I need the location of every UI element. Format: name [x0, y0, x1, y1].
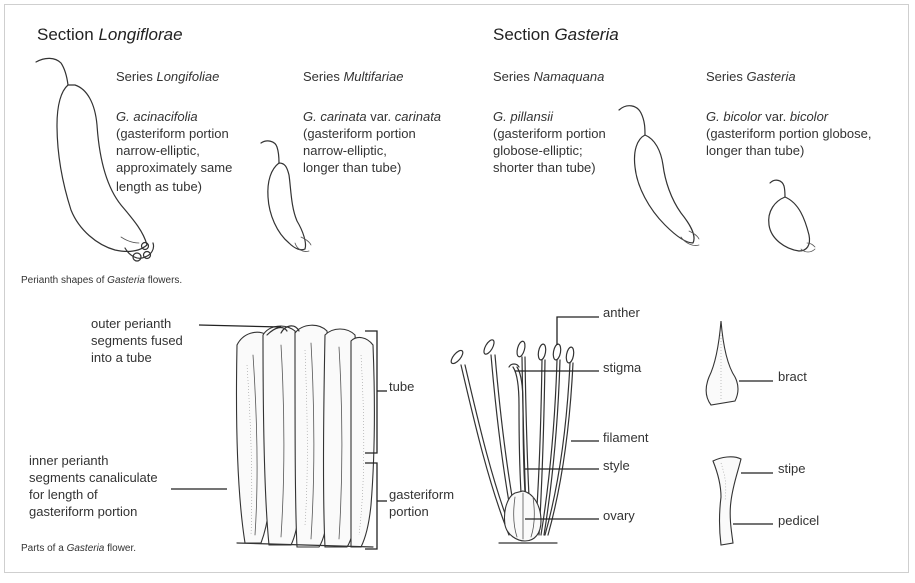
- label-pedicel: pedicel: [778, 513, 820, 528]
- stamens-drawing: [450, 339, 575, 544]
- label-ovary: ovary: [603, 508, 635, 523]
- label-tube: tube: [389, 379, 415, 394]
- species-description-bicolor: G. bicolor var. bicolor (gasteriform por…: [706, 109, 872, 158]
- species-description-acinacifolia: G. acinacifolia (gasteriform portion nar…: [116, 109, 233, 194]
- botanical-figure: Section Longiflorae Section Gasteria Ser…: [4, 4, 909, 573]
- label-bract: bract: [778, 369, 807, 384]
- label-anther: anther: [603, 305, 640, 320]
- series-heading-longifoliae: Series Longifoliae: [116, 69, 220, 84]
- line-art: [35, 57, 816, 550]
- label-stigma: stigma: [603, 360, 642, 375]
- species-description-carinata: G. carinata var. carinata (gasteriform p…: [303, 109, 442, 175]
- section-heading-gasteria: Section Gasteria: [493, 25, 619, 44]
- label-stipe: stipe: [778, 461, 806, 476]
- series-heading-multifariae: Series Multifariae: [303, 69, 404, 84]
- flower-pillansii-drawing: [618, 105, 700, 246]
- caption-flower-parts: Parts of a Gasteria flower.: [21, 543, 137, 554]
- section-heading-longiflorae: Section Longiflorae: [37, 25, 183, 44]
- label-style: style: [603, 458, 630, 473]
- series-heading-namaquana: Series Namaquana: [493, 69, 605, 84]
- series-heading-gasteria: Series Gasteria: [706, 69, 796, 84]
- pedicel-drawing: [712, 456, 742, 546]
- caption-perianth-shapes: Perianth shapes of Gasteria flowers.: [21, 275, 183, 286]
- leader-lines: [171, 316, 773, 550]
- flower-bicolor-drawing: [768, 179, 816, 253]
- perianth-tube-drawing: [235, 324, 375, 548]
- species-description-pillansii: G. pillansii (gasteriform portion globos…: [493, 109, 606, 175]
- flower-carinata-drawing: [260, 140, 312, 252]
- bract-drawing: [705, 320, 739, 406]
- label-filament: filament: [603, 430, 649, 445]
- flower-acinacifolia-drawing: [35, 57, 155, 262]
